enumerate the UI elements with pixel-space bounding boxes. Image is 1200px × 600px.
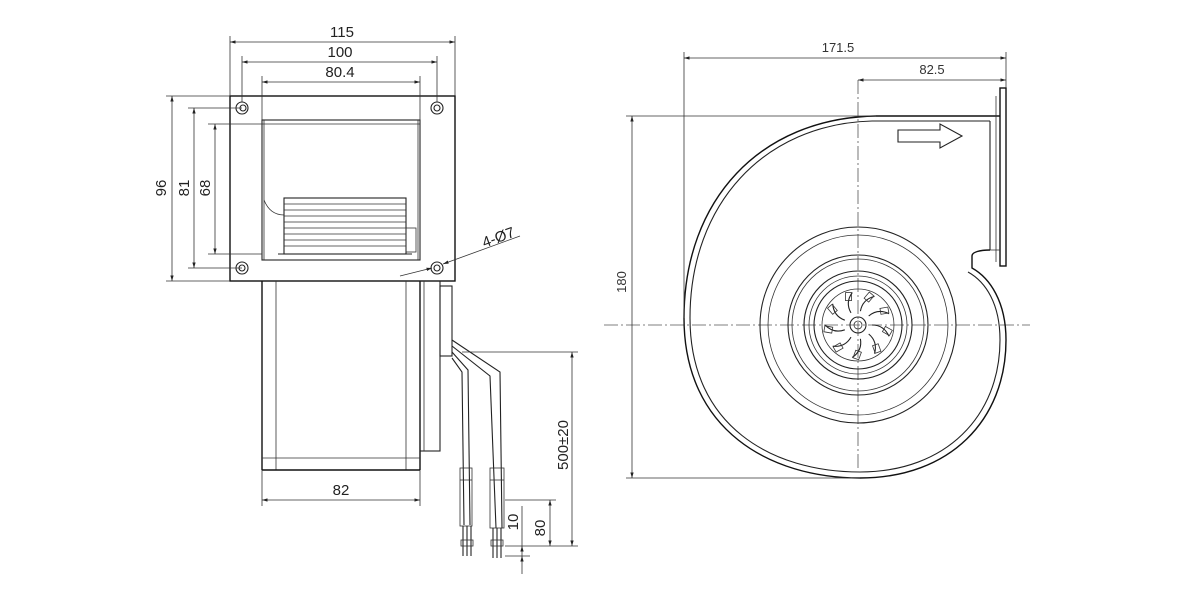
dim-180: 180: [614, 271, 629, 293]
dim-80-4: 80.4: [325, 64, 354, 81]
impeller-blade: [859, 295, 875, 312]
mount-hole-br: [430, 261, 444, 275]
motor-ring: [803, 270, 913, 380]
side-view: 171.5 82.5 180: [604, 40, 1030, 479]
dim-10: 10: [505, 514, 522, 531]
airflow-arrow: [897, 123, 964, 149]
impeller-blade-tip: [872, 343, 882, 354]
impeller-blade-tip: [832, 342, 844, 353]
impeller-blade-tip: [823, 325, 834, 334]
impeller-blade-tip: [881, 325, 893, 337]
flange-plate: [229, 95, 456, 282]
impeller-hub: [813, 280, 903, 370]
impeller-blade-tip: [879, 306, 890, 315]
dim-115: 115: [330, 24, 354, 41]
outlet-flange: [999, 87, 1007, 267]
dim-holes: 4-Ø7: [480, 224, 517, 251]
impeller-blade: [832, 303, 845, 321]
dim-81: 81: [176, 180, 193, 197]
dim-96: 96: [153, 180, 170, 197]
dim-68: 68: [197, 180, 214, 197]
dim-82-5: 82.5: [919, 62, 944, 77]
impeller-blade: [851, 338, 862, 358]
impeller-blade-tip: [863, 291, 875, 303]
dim-80: 80: [532, 520, 549, 537]
impeller-blade-tip: [852, 349, 862, 361]
impeller-blades: [278, 197, 417, 255]
outlet-opening: [261, 119, 421, 261]
inlet-ring-mid: [787, 254, 929, 396]
dim-100: 100: [327, 44, 352, 61]
dim-171-5: 171.5: [822, 40, 855, 55]
dim-cable-length: 500±20: [555, 420, 572, 470]
impeller-blade-tip: [845, 292, 852, 302]
impeller-blade-tip: [826, 303, 838, 315]
inlet-ring-outer: [759, 226, 957, 424]
motor-cables: [451, 339, 505, 558]
housing-body: [261, 280, 453, 471]
impeller-blade: [824, 324, 845, 332]
volute-housing: [683, 115, 1007, 479]
mount-hole-tr: [430, 101, 444, 115]
front-view: 115 100 80.4 96 81 68 4-Ø7 82: [153, 24, 578, 574]
impeller-blade: [832, 336, 852, 347]
dim-82: 82: [333, 482, 350, 499]
